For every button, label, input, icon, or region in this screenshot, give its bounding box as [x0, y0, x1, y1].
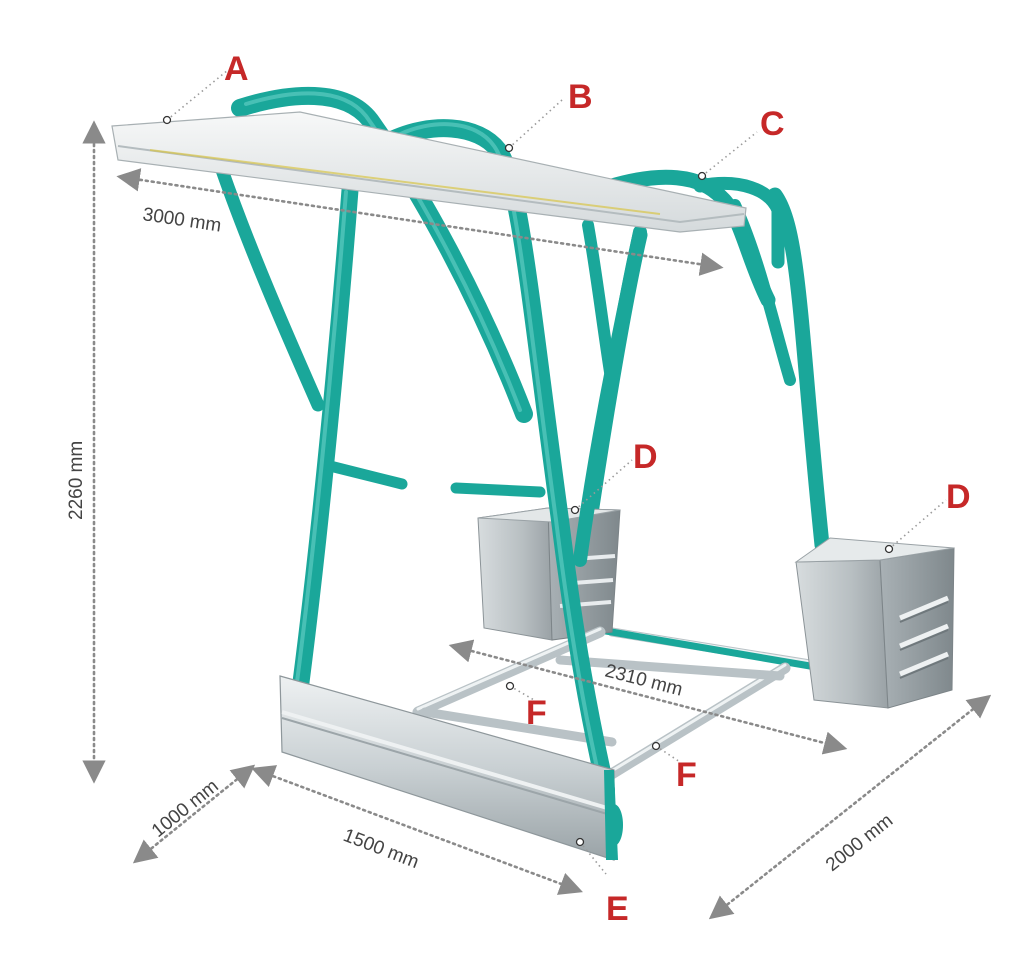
dim-top-length-label: 3000 mm [141, 204, 222, 236]
dim-total-depth-line [708, 694, 992, 920]
callout-d-left: D [633, 438, 658, 476]
dim-base-length-line [251, 765, 583, 895]
callout-f-right: F [676, 756, 697, 794]
callout-a: A [224, 50, 249, 88]
callout-b: B [568, 78, 593, 116]
dimension-lines [82, 120, 992, 920]
dim-total-depth-label: 2000 mm [822, 810, 897, 876]
leader-lines [162, 69, 947, 875]
dim-depth-label: 1000 mm [148, 776, 223, 842]
dim-top-length-line [116, 168, 724, 276]
callout-c: C [760, 105, 785, 143]
callout-f-left: F [526, 694, 547, 732]
dim-base-length-label: 1500 mm [340, 825, 421, 873]
callout-e: E [606, 890, 629, 928]
base-plate [279, 675, 623, 861]
counterweight-left [477, 507, 621, 641]
back-frame [582, 169, 830, 670]
callout-d-right: D [946, 478, 971, 516]
dim-height-label: 2260 mm [66, 441, 87, 520]
counterweight-right [794, 537, 955, 709]
dim-depth-line [132, 764, 256, 864]
callout-labels: A B C D D F F E [224, 50, 971, 928]
